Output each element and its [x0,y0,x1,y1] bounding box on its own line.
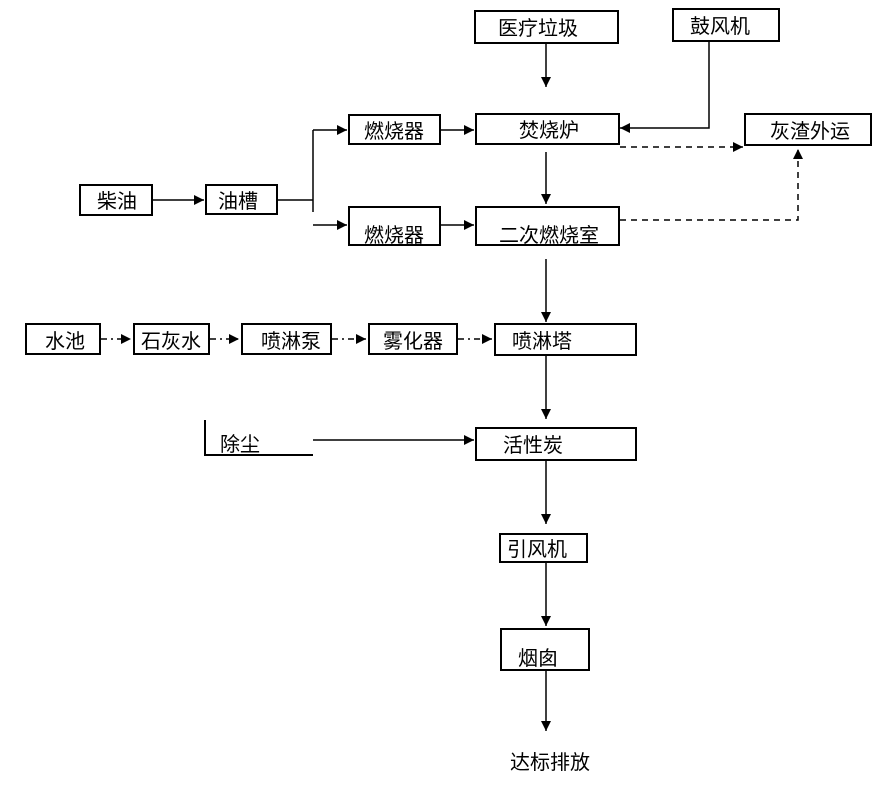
node-label: 引风机 [507,537,567,561]
node-incinerator: 焚烧炉 [475,113,620,145]
node-label: 水池 [45,329,85,353]
node-label: 油槽 [218,189,258,213]
node-label: 二次燃烧室 [499,223,599,247]
arrow-blower-to-incinerator [620,42,710,133]
node-label: 活性炭 [503,433,563,457]
node-activated-carbon: 活性炭 [475,427,637,461]
node-blower: 鼓风机 [672,8,780,42]
node-label: 柴油 [97,189,137,213]
node-spray-pump: 喷淋泵 [241,323,332,355]
node-secondary-chamber: 二次燃烧室 [475,206,620,246]
node-label: 除尘 [220,432,260,456]
node-label: 燃烧器 [364,119,424,143]
node-label: 灰渣外运 [770,119,850,143]
node-label: 雾化器 [383,329,443,353]
node-label: 燃烧器 [364,223,424,247]
node-oil-tank: 油槽 [205,184,278,215]
node-label: 焚烧炉 [519,118,579,142]
node-lime-water: 石灰水 [133,323,210,355]
node-label: 鼓风机 [690,14,750,38]
node-medical-waste: 医疗垃圾 [474,10,619,44]
node-induced-fan: 引风机 [499,533,588,563]
node-diesel: 柴油 [79,184,153,216]
node-label: 烟囱 [518,646,558,670]
arrow-chamber-to-ash [620,149,803,221]
node-ash-out: 灰渣外运 [744,113,872,146]
node-label: 喷淋泵 [261,329,321,353]
node-label: 石灰水 [141,329,201,353]
node-atomizer: 雾化器 [368,323,458,355]
node-spray-tower: 喷淋塔 [494,323,637,356]
node-burner-bottom: 燃烧器 [348,206,441,246]
node-discharge: 达标排放 [510,750,590,774]
node-label: 喷淋塔 [512,329,572,353]
node-dust-removal: 除尘 [204,420,313,456]
node-burner-top: 燃烧器 [348,114,441,145]
node-water-pool: 水池 [25,323,101,355]
node-chimney: 烟囱 [500,628,590,671]
node-label: 医疗垃圾 [498,16,578,40]
